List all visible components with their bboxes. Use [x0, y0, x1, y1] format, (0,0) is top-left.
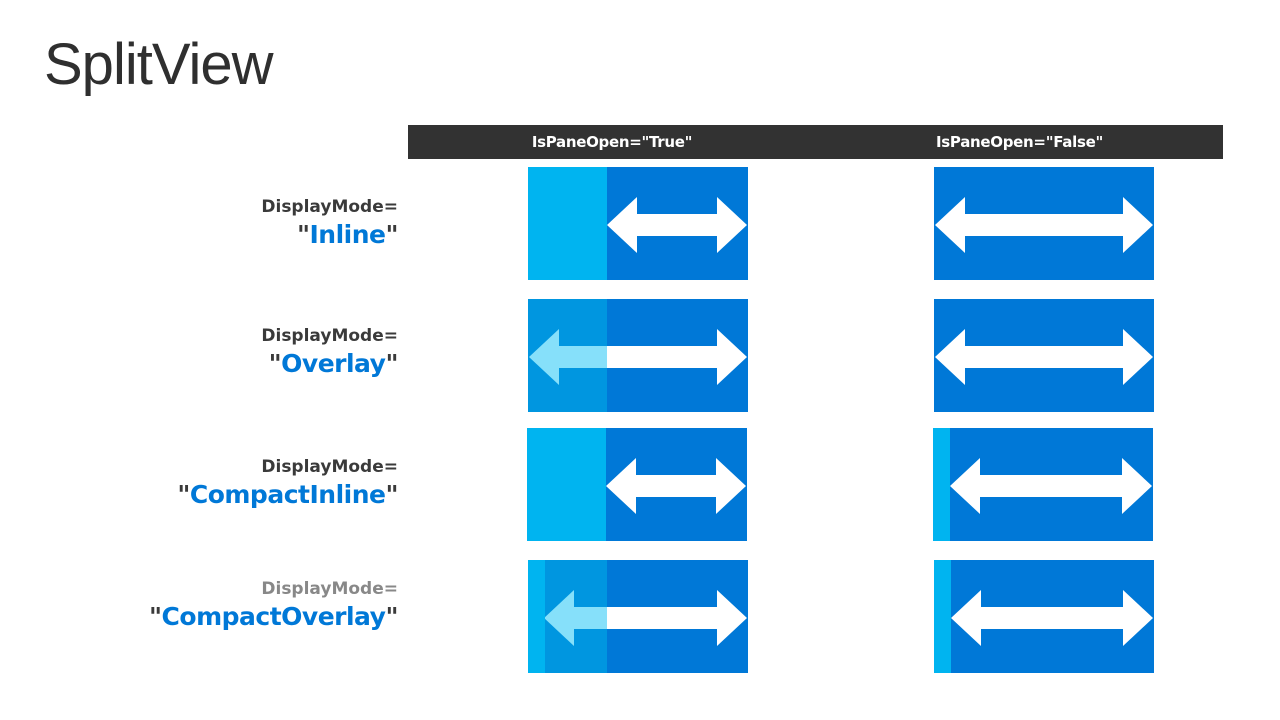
- tile-compact-overlay-closed: [934, 560, 1154, 673]
- row-label-compact-overlay: DisplayMode= "CompactOverlay": [149, 578, 398, 634]
- row-label-inline: DisplayMode= "Inline": [261, 196, 398, 252]
- display-mode-prefix: DisplayMode=: [261, 326, 398, 346]
- tile-illustration: [934, 299, 1154, 412]
- quote-open: ": [296, 220, 310, 249]
- overlay-arrow-icon: [545, 590, 607, 646]
- resize-arrow-icon: [935, 197, 1153, 253]
- tile-illustration: [528, 167, 748, 280]
- pane: [528, 167, 607, 280]
- display-mode-prefix: DisplayMode=: [261, 457, 398, 477]
- column-header-pane-open-true: IsPaneOpen="True": [531, 133, 693, 151]
- tile-overlay-open: [528, 299, 748, 412]
- mode-name: Inline: [309, 220, 386, 249]
- display-mode-prefix: DisplayMode=: [261, 579, 398, 599]
- tile-illustration: [527, 428, 747, 541]
- resize-arrow-icon: [935, 329, 1153, 385]
- tile-compact-inline-closed: [933, 428, 1153, 541]
- tile-compact-inline-open: [527, 428, 747, 541]
- mode-name: Overlay: [281, 349, 386, 378]
- display-mode-prefix: DisplayMode=: [261, 197, 398, 217]
- display-mode-value: "Inline": [261, 218, 399, 252]
- overlay-arrow-icon: [529, 329, 607, 385]
- compact-strip: [933, 428, 950, 541]
- compact-strip: [934, 560, 951, 673]
- display-mode-value: "CompactOverlay": [149, 600, 398, 634]
- tile-illustration: [528, 560, 748, 673]
- pane: [527, 428, 606, 541]
- tile-overlay-closed: [934, 299, 1154, 412]
- resize-arrow-icon: [951, 590, 1153, 646]
- column-header-bar: IsPaneOpen="True" IsPaneOpen="False": [408, 125, 1223, 159]
- tile-illustration: [934, 560, 1154, 673]
- tile-illustration: [933, 428, 1153, 541]
- tile-illustration: [528, 299, 748, 412]
- display-mode-value: "Overlay": [261, 347, 399, 381]
- column-header-pane-open-false: IsPaneOpen="False": [936, 133, 1103, 151]
- quote-close: ": [385, 220, 398, 249]
- compact-strip: [528, 560, 545, 673]
- row-label-compact-inline: DisplayMode= "CompactInline": [177, 456, 398, 512]
- page-title: SplitView: [44, 32, 273, 97]
- resize-arrow-icon: [544, 590, 747, 646]
- resize-arrow-icon: [529, 329, 747, 385]
- quote-open: ": [149, 602, 162, 631]
- quote-close: ": [385, 349, 398, 378]
- resize-arrow-icon: [607, 197, 747, 253]
- quote-open: ": [268, 349, 282, 378]
- row-label-overlay: DisplayMode= "Overlay": [261, 325, 398, 381]
- resize-arrow-icon: [950, 458, 1152, 514]
- quote-close: ": [385, 602, 398, 631]
- tile-illustration: [934, 167, 1154, 280]
- tile-compact-overlay-open: [528, 560, 748, 673]
- resize-arrow-icon: [606, 458, 746, 514]
- mode-name: CompactInline: [189, 480, 386, 509]
- display-mode-value: "CompactInline": [177, 478, 398, 512]
- quote-close: ": [385, 480, 398, 509]
- mode-name: CompactOverlay: [161, 602, 386, 631]
- tile-inline-closed: [934, 167, 1154, 280]
- tile-inline-open: [528, 167, 748, 280]
- quote-open: ": [177, 480, 190, 509]
